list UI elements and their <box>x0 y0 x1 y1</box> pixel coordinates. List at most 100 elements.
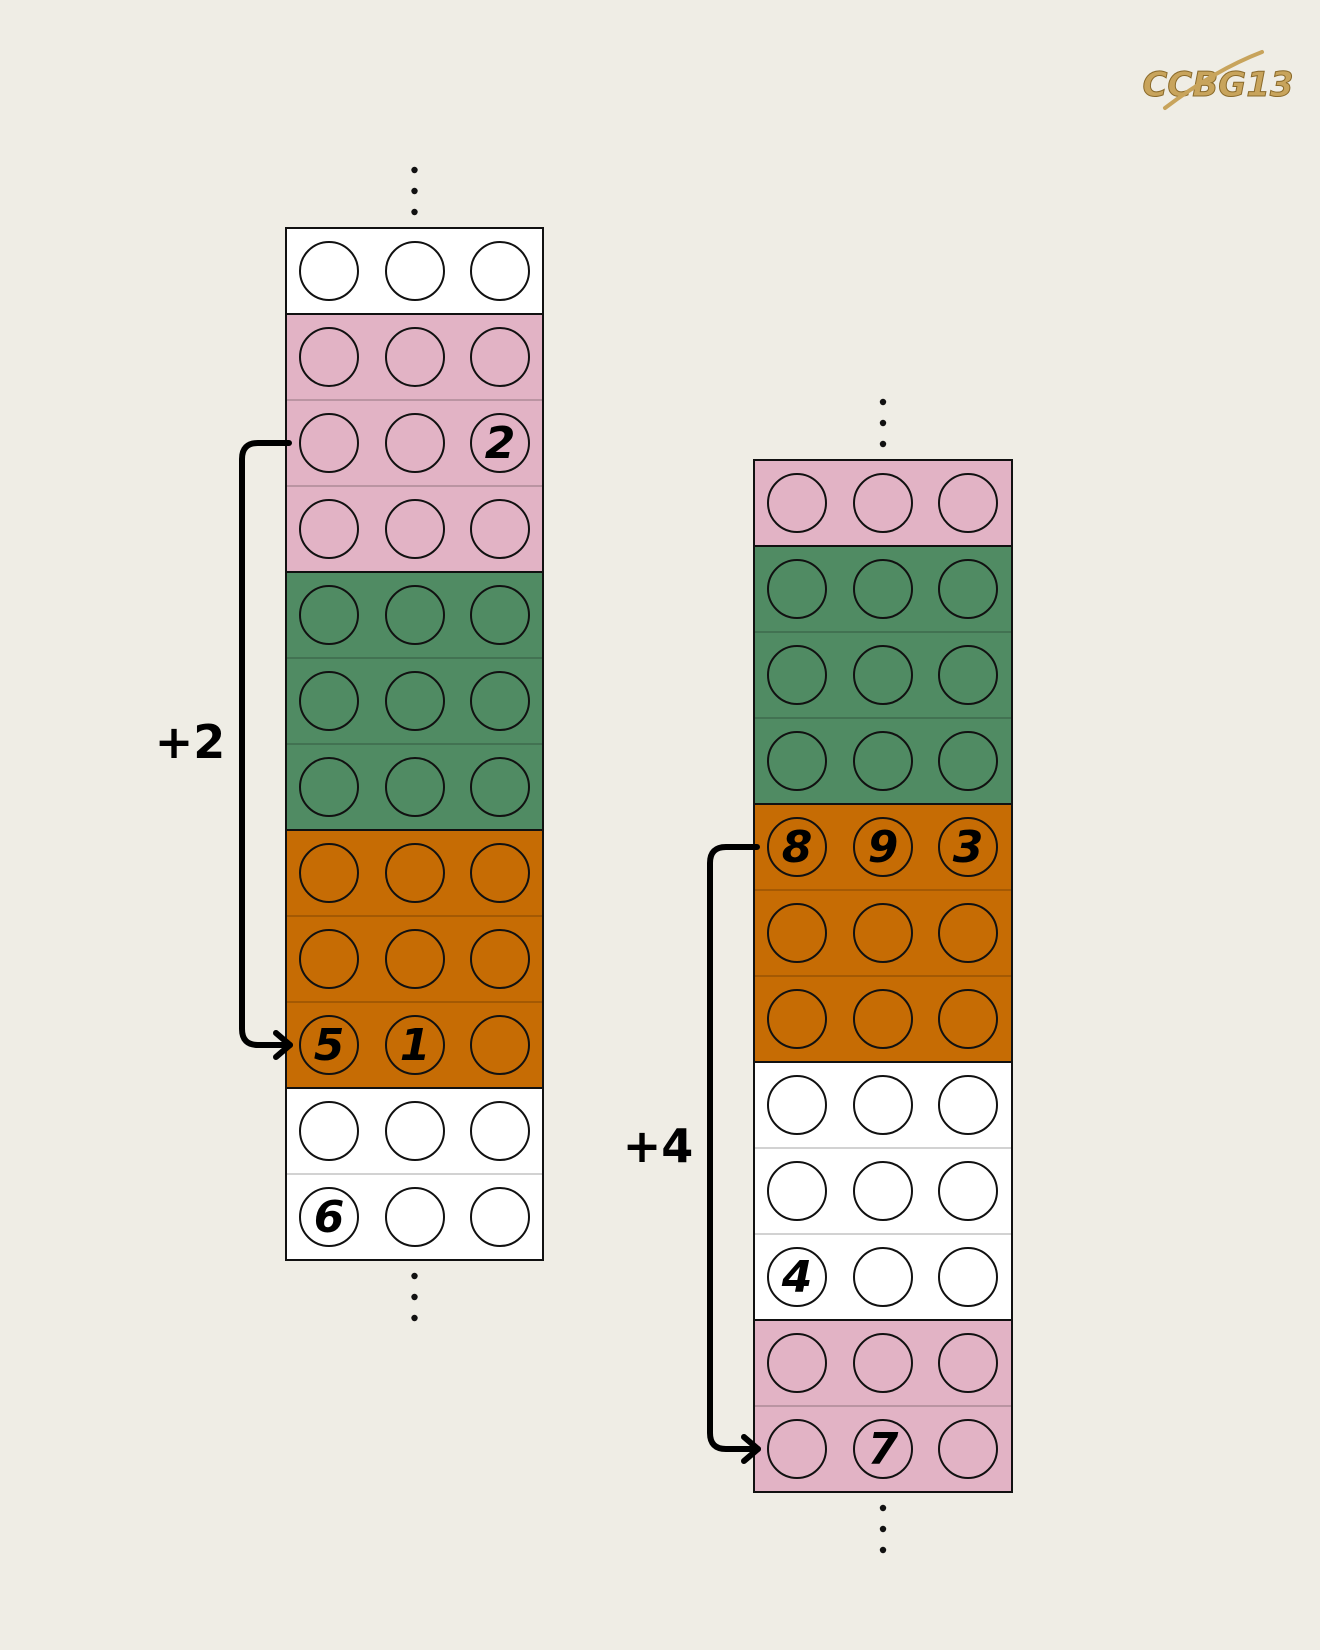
columns-layer: 2 5 1 6 +2 8 9 3 4 7 +4 <box>155 166 1013 1554</box>
stud-number: 9 <box>868 822 899 873</box>
stud <box>385 671 445 731</box>
continuation-dot <box>411 187 418 195</box>
stud <box>938 731 998 791</box>
stud <box>853 645 913 705</box>
stud <box>385 1187 445 1247</box>
stud <box>938 1161 998 1221</box>
stud <box>767 1075 827 1135</box>
logo: CCBG13 <box>1142 50 1294 110</box>
stud <box>385 929 445 989</box>
stud <box>299 241 359 301</box>
stud <box>853 1419 913 1479</box>
continuation-dot <box>879 1546 887 1554</box>
continuation-dot <box>879 419 887 427</box>
stud <box>938 1419 998 1479</box>
stud <box>938 473 998 533</box>
continuation-dot <box>411 1314 418 1322</box>
stud <box>470 413 530 473</box>
stud <box>470 241 530 301</box>
stud <box>853 1247 913 1307</box>
stud <box>767 645 827 705</box>
stud <box>299 327 359 387</box>
stud-number: 6 <box>314 1192 345 1243</box>
continuation-dot <box>879 440 887 448</box>
stud <box>385 327 445 387</box>
stud <box>385 241 445 301</box>
stud <box>299 843 359 903</box>
stud <box>767 1419 827 1479</box>
jump-arrowhead <box>741 1434 761 1464</box>
stud-number: 5 <box>314 1020 345 1071</box>
stud <box>470 327 530 387</box>
stud <box>853 817 913 877</box>
stud <box>385 757 445 817</box>
stud <box>299 671 359 731</box>
stud <box>385 1101 445 1161</box>
stud <box>938 817 998 877</box>
stud <box>853 1161 913 1221</box>
stud <box>470 671 530 731</box>
column-left: 2 5 1 6 +2 <box>155 166 544 1322</box>
continuation-dot <box>411 1293 418 1301</box>
jump-label: +2 <box>155 715 226 769</box>
stud <box>299 585 359 645</box>
stud <box>938 1333 998 1393</box>
stud <box>299 1187 359 1247</box>
stud <box>938 1075 998 1135</box>
stud <box>385 1015 445 1075</box>
stud <box>470 843 530 903</box>
stud <box>767 817 827 877</box>
stud <box>299 1101 359 1161</box>
stud <box>853 731 913 791</box>
stud <box>299 929 359 989</box>
stud <box>385 843 445 903</box>
stud <box>938 559 998 619</box>
stud <box>470 1187 530 1247</box>
stud <box>938 1247 998 1307</box>
column-right: 8 9 3 4 7 +4 <box>623 398 1013 1554</box>
continuation-dot <box>879 1525 887 1533</box>
continuation-dot <box>411 1272 418 1280</box>
stud <box>385 413 445 473</box>
stud <box>853 473 913 533</box>
stud <box>853 1075 913 1135</box>
stud <box>299 757 359 817</box>
stud <box>767 731 827 791</box>
stud <box>470 585 530 645</box>
stud <box>299 413 359 473</box>
jump-bracket <box>707 844 761 1452</box>
jump-arrowhead <box>273 1030 293 1060</box>
stud-number: 8 <box>782 822 813 873</box>
continuation-dot <box>879 1504 887 1512</box>
stud <box>853 903 913 963</box>
continuation-dot <box>411 208 418 216</box>
stud <box>938 645 998 705</box>
continuation-dot <box>411 166 418 174</box>
stud-number: 7 <box>868 1424 899 1475</box>
stud <box>470 1015 530 1075</box>
stud <box>299 499 359 559</box>
stud <box>938 903 998 963</box>
stud-number: 4 <box>781 1252 813 1303</box>
stud <box>385 499 445 559</box>
stud <box>299 1015 359 1075</box>
stud <box>767 559 827 619</box>
jump-bracket <box>239 440 293 1048</box>
stud <box>470 1101 530 1161</box>
continuation-dot <box>879 398 887 406</box>
stud-number: 2 <box>485 418 516 469</box>
stud <box>853 989 913 1049</box>
stud <box>853 1333 913 1393</box>
stud-number: 3 <box>953 822 984 873</box>
stud <box>767 1247 827 1307</box>
stud <box>767 473 827 533</box>
stud <box>767 903 827 963</box>
jump-label: +4 <box>623 1119 694 1173</box>
stud <box>385 585 445 645</box>
stud <box>938 989 998 1049</box>
stud <box>767 1161 827 1221</box>
stud <box>470 757 530 817</box>
stud <box>470 499 530 559</box>
stud-number: 1 <box>400 1020 431 1071</box>
